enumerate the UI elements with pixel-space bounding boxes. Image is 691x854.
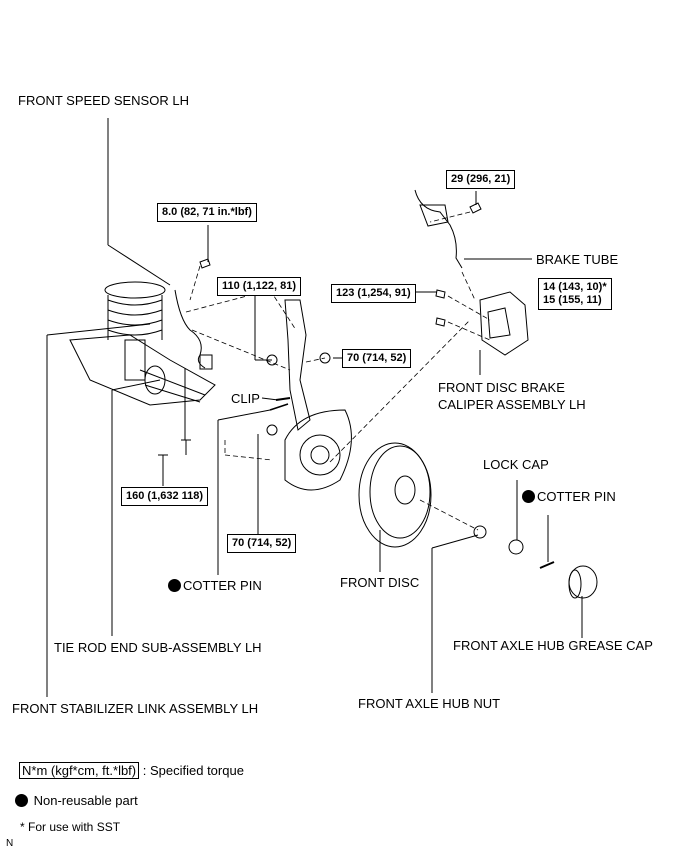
label-front-speed-sensor: FRONT SPEED SENSOR LH bbox=[18, 93, 189, 108]
label-stabilizer-link: FRONT STABILIZER LINK ASSEMBLY LH bbox=[12, 701, 259, 716]
label-hub-nut: FRONT AXLE HUB NUT bbox=[358, 696, 501, 711]
torque-caliper-tube-line2: 15 (155, 11) bbox=[543, 294, 602, 306]
legend-torque-unit: N*m (kgf*cm, ft.*lbf) bbox=[19, 762, 140, 779]
cotter-pin-right-text: COTTER PIN bbox=[537, 489, 616, 504]
caliper-drawing bbox=[479, 291, 529, 356]
hub-nut-drawing bbox=[473, 525, 487, 539]
brake-tube-drawing bbox=[414, 189, 463, 269]
label-grease-cap: FRONT AXLE HUB GREASE CAP bbox=[453, 638, 653, 653]
drive-shaft bbox=[139, 369, 206, 403]
legend-torque-desc: : Specified torque bbox=[142, 763, 244, 778]
torque-brake-tube-bolt: 29 (296, 21) bbox=[446, 170, 516, 189]
label-cotter-pin-right: COTTER PIN bbox=[522, 489, 616, 504]
label-tie-rod-end: TIE ROD END SUB-ASSEMBLY LH bbox=[54, 640, 262, 655]
steering-knuckle bbox=[284, 299, 311, 431]
torque-caliper-bolt: 123 (1,254, 91) bbox=[331, 284, 416, 303]
torque-caliper-tube-line1: 14 (143, 10)* bbox=[543, 281, 607, 293]
speed-sensor-wire bbox=[174, 289, 206, 369]
label-clip: CLIP bbox=[231, 391, 260, 406]
non-reusable-marker-icon bbox=[522, 490, 535, 503]
strut-assembly bbox=[104, 281, 166, 381]
lower-arm bbox=[69, 334, 216, 406]
lock-cap-drawing bbox=[508, 539, 524, 555]
torque-tie-rod-nut: 70 (714, 52) bbox=[227, 534, 297, 553]
torque-stabilizer-nut: 70 (714, 52) bbox=[342, 349, 412, 368]
cotter-pin-left-text: COTTER PIN bbox=[183, 578, 262, 593]
label-caliper-line2: CALIPER ASSEMBLY LH bbox=[438, 397, 586, 412]
label-front-disc: FRONT DISC bbox=[340, 575, 420, 590]
non-reusable-marker-icon bbox=[15, 794, 28, 807]
torque-caliper-tube: 14 (143, 10)* 15 (155, 11) bbox=[538, 278, 612, 310]
non-reusable-marker-icon bbox=[168, 579, 181, 592]
label-lock-cap: LOCK CAP bbox=[483, 457, 549, 472]
label-cotter-pin-left: COTTER PIN bbox=[168, 578, 262, 593]
legend-sst-note: * For use with SST bbox=[20, 820, 121, 834]
label-brake-tube: BRAKE TUBE bbox=[536, 252, 619, 267]
front-disc-drawing bbox=[358, 442, 432, 548]
hub-knuckle bbox=[284, 409, 352, 491]
torque-knuckle-nut: 110 (1,122, 81) bbox=[217, 277, 302, 296]
corner-mark: N bbox=[6, 838, 14, 849]
leader-cotter-left-1 bbox=[217, 409, 271, 421]
legend-non-reusable: Non-reusable part bbox=[15, 793, 138, 808]
cotter-pin-drawing bbox=[539, 561, 555, 569]
leader-clip bbox=[261, 397, 279, 401]
torque-lower-arm-bolt: 160 (1,632 118) bbox=[121, 487, 209, 506]
label-caliper-line1: FRONT DISC BRAKE bbox=[438, 380, 565, 395]
torque-speed-sensor-bolt: 8.0 (82, 71 in.*lbf) bbox=[157, 203, 257, 222]
legend-non-reusable-text: Non-reusable part bbox=[33, 793, 138, 808]
legend-torque: N*m (kgf*cm, ft.*lbf) : Specified torque bbox=[19, 762, 244, 779]
